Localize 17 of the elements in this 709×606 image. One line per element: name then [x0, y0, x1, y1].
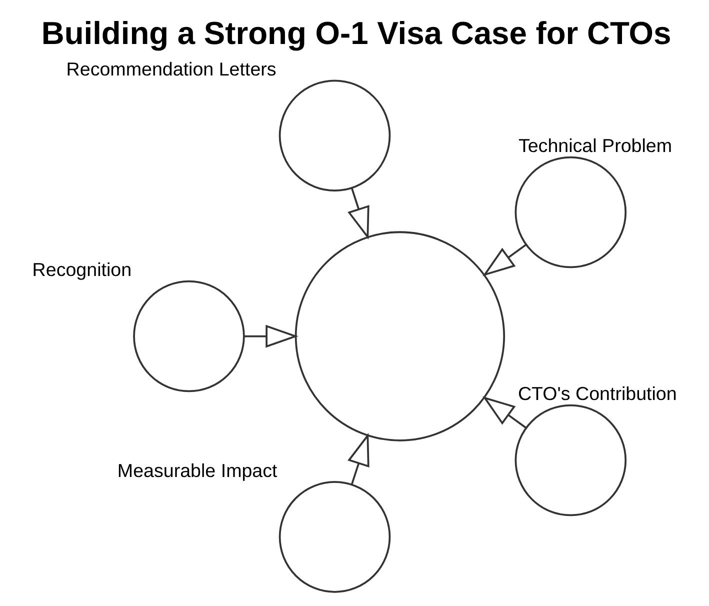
- node-circle: [294, 231, 506, 442]
- node-circle: [514, 156, 627, 268]
- diagram-title: Building a Strong O-1 Visa Case for CTOs: [41, 14, 672, 51]
- node-label: Technical Problem: [518, 135, 672, 156]
- arrow: [348, 188, 370, 240]
- arrow: [244, 324, 298, 348]
- arrow: [348, 432, 370, 484]
- node-circle: [278, 80, 391, 192]
- node-circle: [278, 481, 391, 593]
- arrow: [482, 396, 526, 428]
- arrow: [482, 244, 526, 276]
- node-label: Recognition: [32, 259, 132, 280]
- node-label: Measurable Impact: [117, 460, 278, 481]
- node-circle: [133, 280, 245, 392]
- node-label: CTO's Contribution: [518, 383, 677, 404]
- node-circle: [514, 404, 627, 516]
- node-label: Recommendation Letters: [66, 58, 276, 80]
